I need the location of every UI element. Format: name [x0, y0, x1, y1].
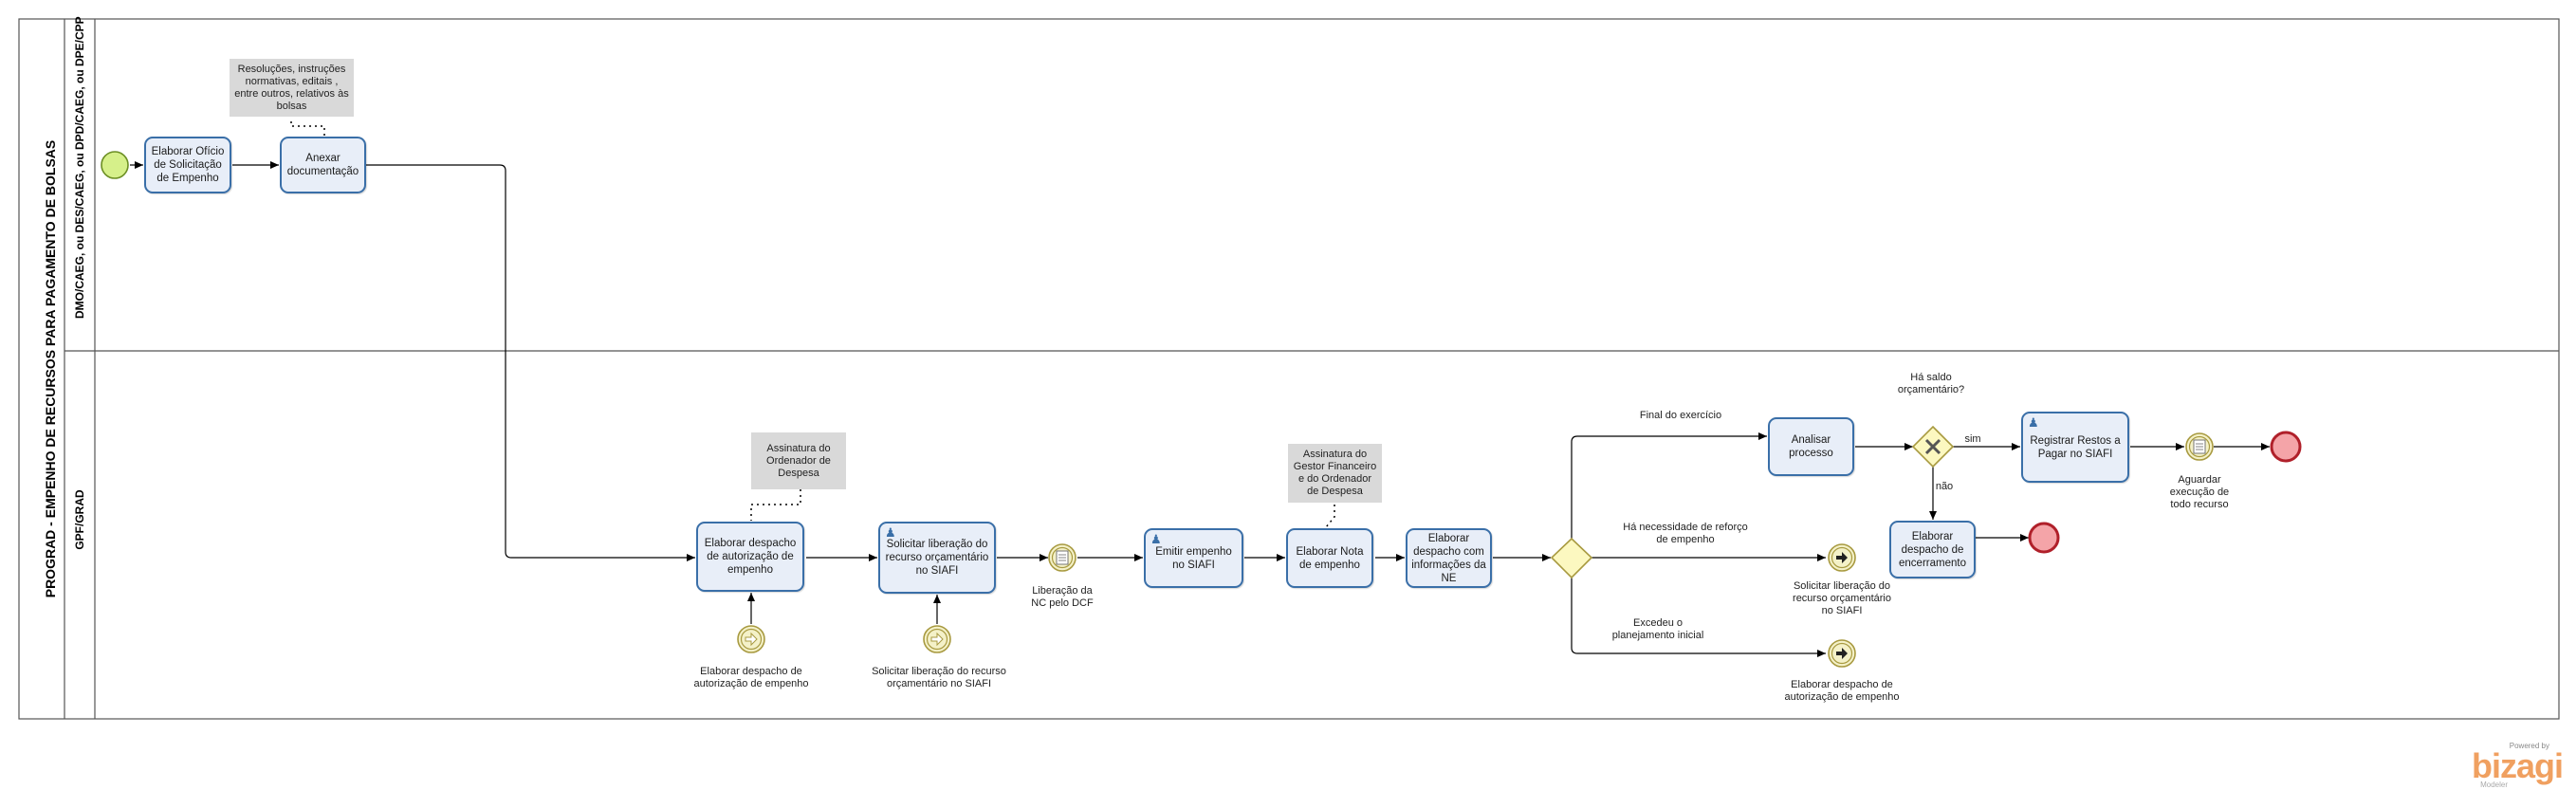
user-task-icon: ♟: [1150, 532, 1162, 546]
task-label: Emitir empenho no SIAFI: [1155, 545, 1232, 571]
task-label: Analisar processo: [1789, 434, 1833, 459]
task-solicitar-liberacao[interactable]: ♟ Solicitar liberação do recurso orçamen…: [878, 522, 996, 594]
task-label: Solicitar liberação do recurso orçamentá…: [885, 539, 989, 577]
task-label: Elaborar despacho de autorização de empe…: [704, 538, 797, 576]
task-label: Elaborar despacho com informações da NE: [1411, 532, 1486, 584]
user-task-icon: ♟: [2028, 415, 2039, 430]
label-nao: não: [1935, 481, 1954, 492]
task-elaborar-despacho-autorizacao[interactable]: Elaborar despacho de autorização de empe…: [696, 522, 804, 592]
pool-title: PROGRAD - EMPENHO DE RECURSOS PARA PAGAM…: [43, 139, 58, 598]
task-emitir-empenho[interactable]: ♟ Emitir empenho no SIAFI: [1144, 528, 1243, 588]
label-link-out-despacho: Elaborar despacho de autorização de empe…: [1784, 679, 1900, 703]
note-assinatura-gestor: Assinatura do Gestor Financeiro e do Ord…: [1288, 444, 1382, 503]
associations: [290, 121, 1335, 528]
task-anexar-documentacao[interactable]: Anexar documentação: [280, 137, 366, 193]
note-assinatura-ordenador: Assinatura do Ordenador de Despesa: [751, 432, 846, 489]
sequence-flows: [130, 161, 2270, 657]
note-resolucoes: Resoluções, instruções normativas, edita…: [230, 59, 354, 117]
user-task-icon: ♟: [885, 525, 896, 540]
task-label: Elaborar despacho de encerramento: [1899, 530, 1966, 569]
powered-by-text: Powered by: [2509, 742, 2549, 750]
label-link-in-despacho: Elaborar despacho de autorização de empe…: [693, 666, 809, 689]
task-registrar-restos[interactable]: ♟ Registrar Restos a Pagar no SIAFI: [2021, 412, 2129, 483]
label-link-out-solicitar: Solicitar liberação do recurso orçamentá…: [1793, 580, 1891, 616]
label-reforco: Há necessidade de reforço de empenho: [1623, 522, 1748, 545]
modeler-text: Modeler: [2480, 780, 2508, 789]
task-elaborar-oficio[interactable]: Elaborar Ofício de Solicitação de Empenh…: [144, 137, 231, 193]
lane-title-top: DMO/CAEG, ou DES/CAEG, ou DPD/CAEG, ou D…: [73, 16, 86, 319]
label-link-in-solicitar: Solicitar liberação do recurso orçamentá…: [872, 666, 1006, 689]
task-label: Registrar Restos a Pagar no SIAFI: [2030, 434, 2121, 460]
task-label: Anexar documentação: [286, 153, 359, 177]
task-elaborar-despacho-ne[interactable]: Elaborar despacho com informações da NE: [1406, 528, 1492, 588]
task-analisar-processo[interactable]: Analisar processo: [1768, 417, 1854, 476]
label-sim: sim: [1964, 433, 1981, 445]
lane-title-bottom: GPF/GRAD: [73, 489, 86, 550]
bizagi-logo: bizagi: [2471, 746, 2564, 785]
task-label: Elaborar Nota de empenho: [1296, 545, 1364, 571]
task-elaborar-despacho-encerramento[interactable]: Elaborar despacho de encerramento: [1889, 521, 1976, 578]
label-liberacao-nc: Liberação da NC pelo DCF: [1031, 585, 1094, 609]
label-final-exercicio: Final do exercício: [1639, 410, 1722, 421]
label-excedeu: Excedeu o planejamento inicial: [1611, 617, 1704, 641]
label-aguardar-execucao: Aguardar execução de todo recurso: [2169, 474, 2230, 510]
task-label: Elaborar Ofício de Solicitação de Empenh…: [151, 146, 225, 184]
label-ha-saldo: Há saldo orçamentário?: [1897, 372, 1965, 395]
task-elaborar-nota[interactable]: Elaborar Nota de empenho: [1286, 528, 1373, 588]
